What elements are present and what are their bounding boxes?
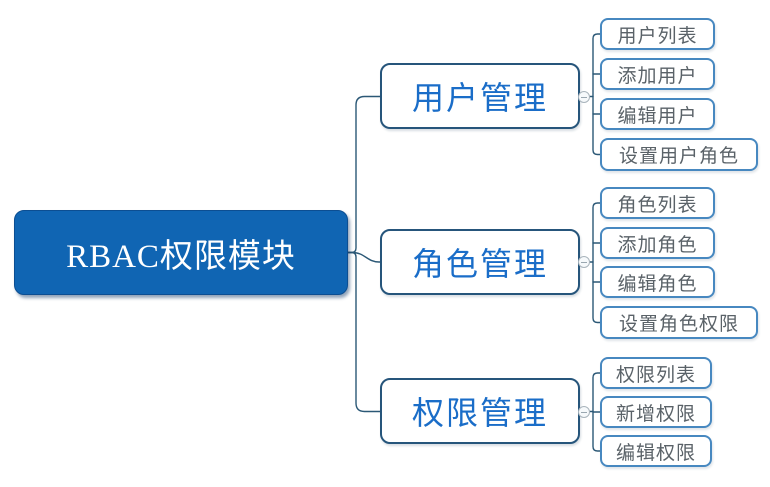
- leaf-node-edit-user[interactable]: 编辑用户: [600, 98, 715, 130]
- root-node-rbac-module[interactable]: RBAC权限模块: [14, 210, 348, 295]
- branch-node-user-management[interactable]: 用户管理: [380, 63, 580, 129]
- collapse-minus-icon[interactable]: [578, 256, 590, 268]
- minus-icon: [581, 411, 587, 413]
- leaf-node-add-permission[interactable]: 新增权限: [600, 396, 712, 428]
- leaf-node-permission-list[interactable]: 权限列表: [600, 357, 712, 389]
- leaf-node-user-list[interactable]: 用户列表: [600, 18, 715, 50]
- collapse-minus-icon[interactable]: [578, 91, 590, 103]
- leaf-node-set-user-role[interactable]: 设置用户角色: [600, 138, 758, 171]
- leaf-node-edit-permission[interactable]: 编辑权限: [600, 435, 712, 467]
- branch-node-role-management[interactable]: 角色管理: [380, 229, 580, 295]
- leaf-node-role-list[interactable]: 角色列表: [600, 187, 715, 219]
- leaf-node-add-user[interactable]: 添加用户: [600, 58, 715, 90]
- minus-icon: [581, 261, 587, 263]
- branch-node-permission-management[interactable]: 权限管理: [380, 378, 580, 444]
- minus-icon: [581, 96, 587, 98]
- leaf-node-set-role-permission[interactable]: 设置角色权限: [600, 306, 758, 339]
- leaf-node-edit-role[interactable]: 编辑角色: [600, 266, 715, 298]
- collapse-minus-icon[interactable]: [578, 406, 590, 418]
- leaf-node-add-role[interactable]: 添加角色: [600, 227, 715, 259]
